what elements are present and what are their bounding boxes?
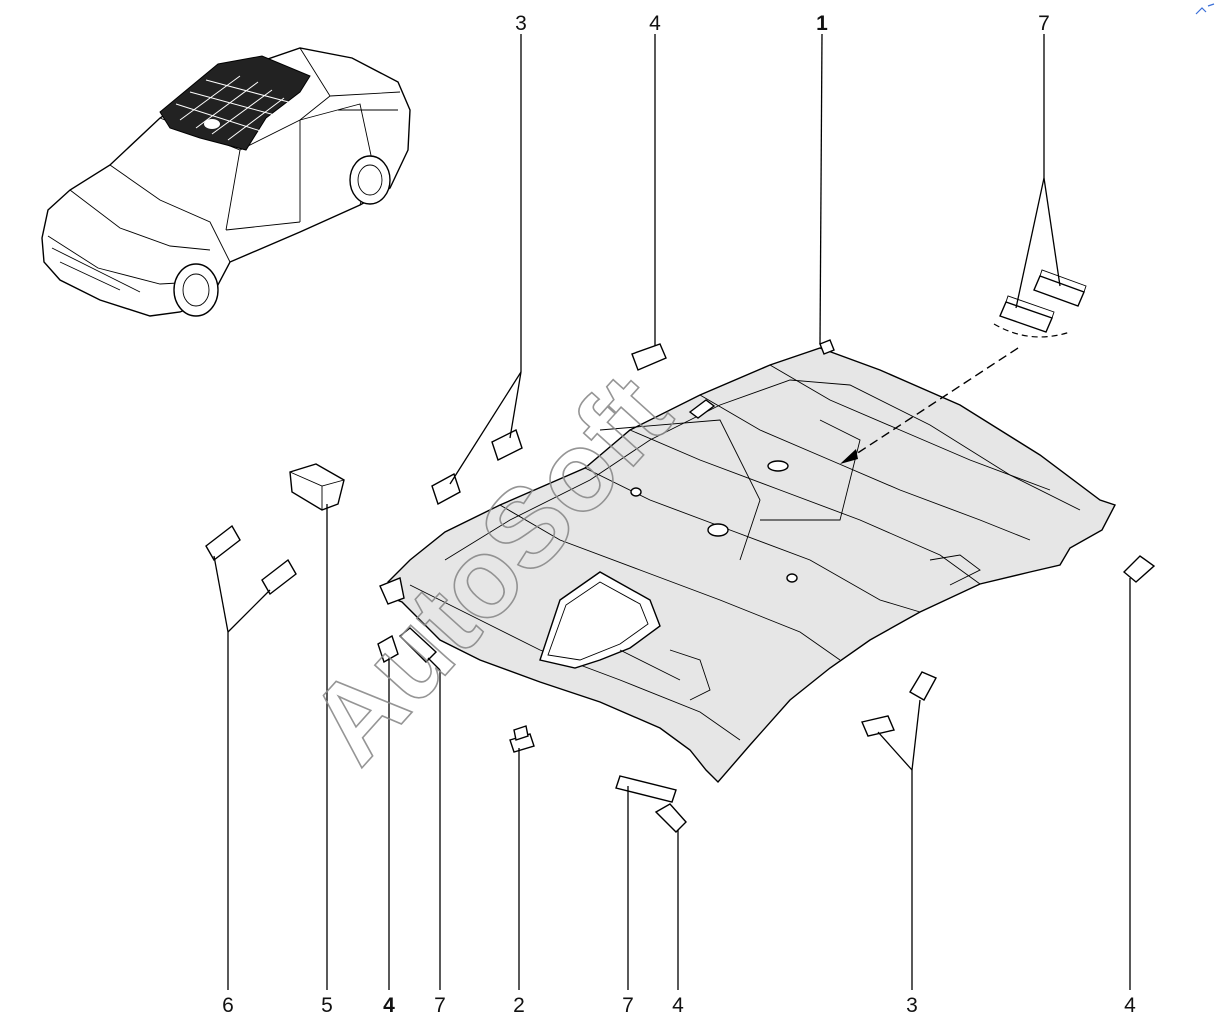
callout-3-bottom: 3 [906, 994, 918, 1017]
corner-mark-icon [1195, 3, 1215, 15]
callout-4-bottom: 4 [672, 994, 684, 1017]
assembly-arrow [849, 347, 1019, 459]
group-bracket-7 [993, 323, 1071, 338]
callout-5: 5 [321, 994, 333, 1017]
callout-2: 2 [513, 994, 525, 1017]
leader-lines [213, 33, 1131, 990]
callouts-top: 3 4 1 7 [515, 12, 1050, 35]
callout-1-top: 1 [816, 12, 828, 35]
small-parts [205, 269, 1156, 833]
callout-4-right: 4 [1124, 994, 1136, 1017]
callout-4-left: 4 [383, 994, 395, 1017]
callouts-bottom: 6 5 4 7 2 7 4 3 4 [222, 994, 1136, 1017]
callout-4-top: 4 [649, 12, 661, 35]
car-thumbnail [41, 47, 411, 317]
arrow-head [840, 449, 858, 464]
headliner-panel [379, 339, 1116, 784]
callout-7-bottom: 7 [622, 994, 634, 1017]
callout-7-top: 7 [1038, 12, 1050, 35]
callout-6: 6 [222, 994, 234, 1017]
callout-3-top: 3 [515, 12, 527, 35]
callout-7-left: 7 [434, 994, 446, 1017]
